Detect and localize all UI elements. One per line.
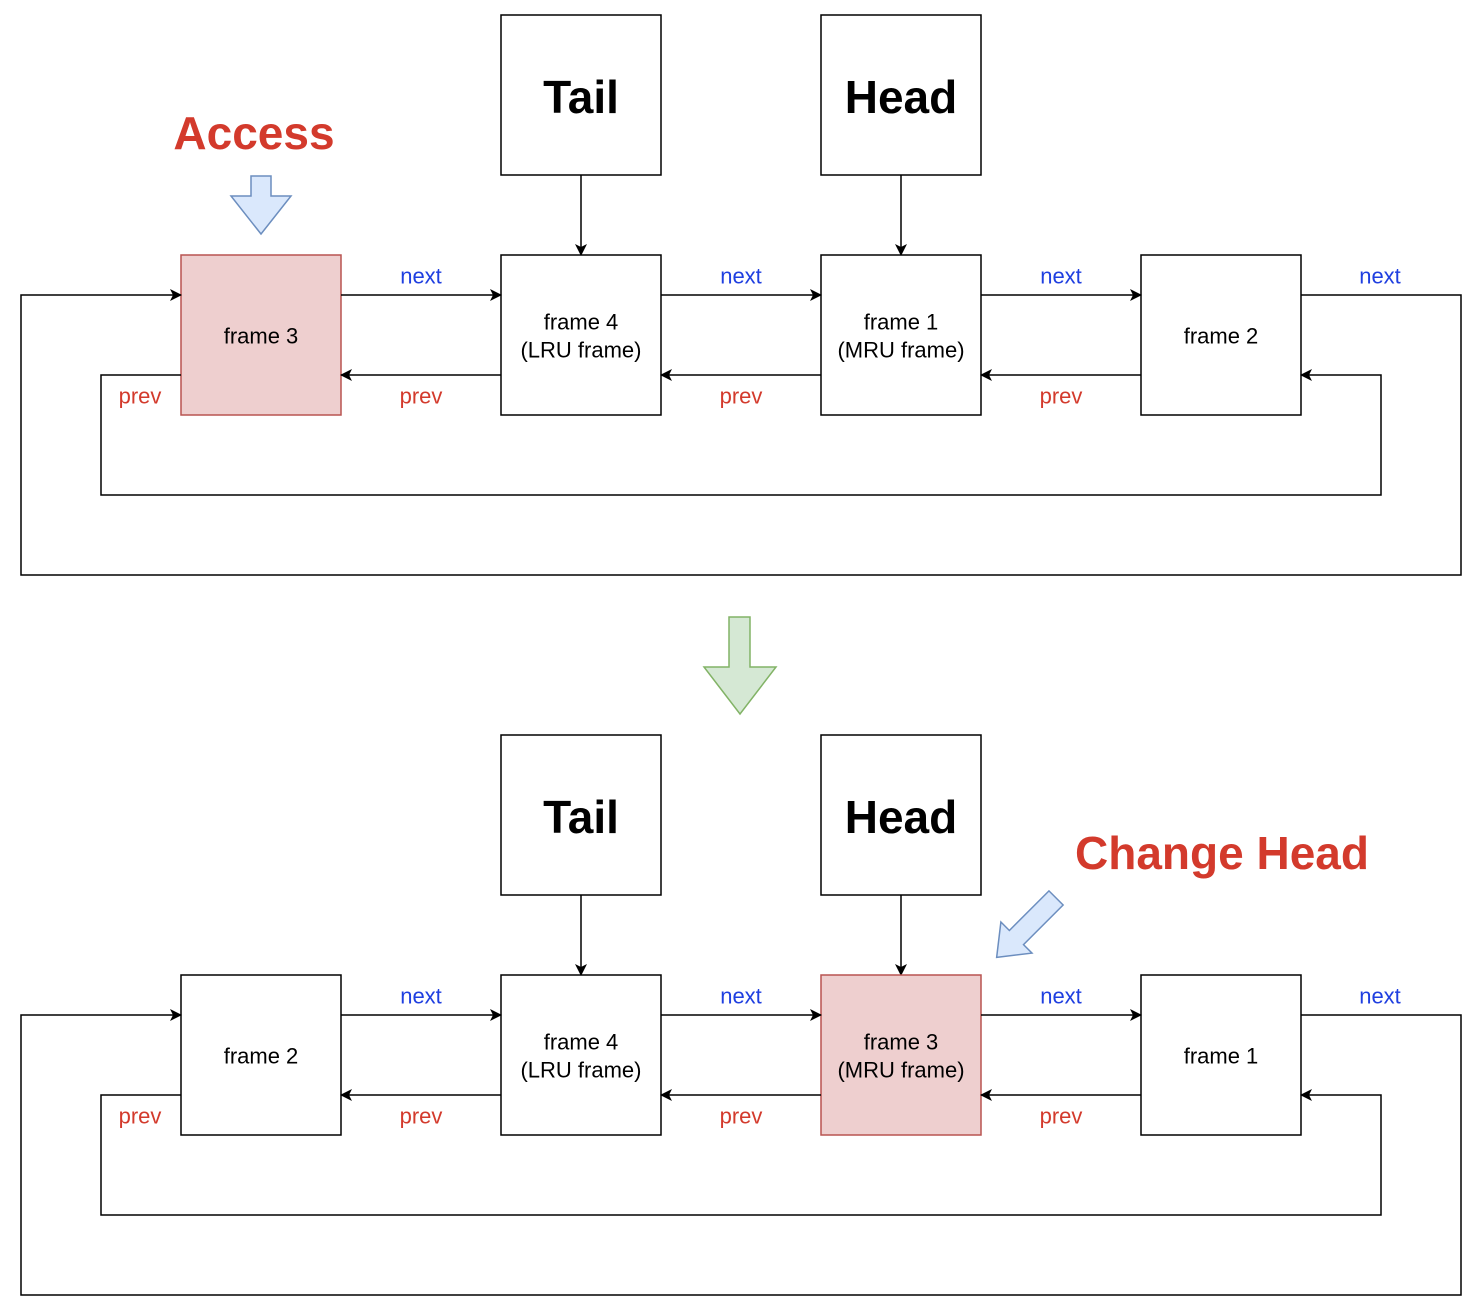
next-link-label: next	[720, 264, 762, 289]
prev-link-label: prev	[720, 384, 763, 409]
next-link-label: next	[1040, 984, 1082, 1009]
wrap-next-arrow	[20, 1009, 1462, 1296]
before-diagram: Tail Head frame 3 frame 4 (LRU frame) frame 1…	[20, 14, 1462, 576]
frame-label: frame 3	[224, 324, 299, 349]
frame-box	[820, 254, 982, 416]
next-link-label: next	[400, 264, 442, 289]
tail-box-label: Tail	[543, 71, 619, 123]
access-down-arrow-icon	[229, 175, 293, 236]
frame-box-highlighted	[820, 974, 982, 1136]
wrap-prev-label: prev	[119, 1104, 162, 1129]
prev-link-label: prev	[720, 1104, 763, 1129]
change-head-diagonal-arrow-icon	[995, 889, 1065, 959]
frame-label: frame 1	[864, 310, 939, 335]
frame-label: frame 1	[1184, 1044, 1259, 1069]
head-box	[820, 734, 982, 896]
after-diagram: Tail Head frame 2 frame 4 (LRU frame) frame 3…	[20, 734, 1462, 1296]
frame-label: frame 4	[544, 310, 619, 335]
frame-box	[1140, 254, 1302, 416]
frame-role-label: (MRU frame)	[837, 338, 964, 363]
transition-arrow-group	[702, 616, 778, 716]
tail-box-label: Tail	[543, 791, 619, 843]
tail-box	[500, 14, 662, 176]
frame-box-highlighted	[180, 254, 342, 416]
frame-label: frame 2	[1184, 324, 1259, 349]
frame-role-label: (LRU frame)	[520, 338, 641, 363]
head-box-label: Head	[845, 71, 957, 123]
prev-link-label: prev	[400, 1104, 443, 1129]
head-box	[820, 14, 982, 176]
frame-label: frame 2	[224, 1044, 299, 1069]
frame-box	[500, 254, 662, 416]
transition-down-arrow-icon	[702, 616, 778, 716]
wrap-next-label: next	[1359, 984, 1401, 1009]
next-link-label: next	[1040, 264, 1082, 289]
frame-role-label: (MRU frame)	[837, 1058, 964, 1083]
access-callout: Access	[173, 107, 334, 159]
frame-box	[1140, 974, 1302, 1136]
next-link-label: next	[720, 984, 762, 1009]
frame-box	[180, 974, 342, 1136]
change-head-callout: Change Head	[1075, 827, 1369, 879]
next-link-label: next	[400, 984, 442, 1009]
wrap-next-label: next	[1359, 264, 1401, 289]
prev-link-label: prev	[400, 384, 443, 409]
frame-label: frame 4	[544, 1030, 619, 1055]
prev-link-label: prev	[1040, 1104, 1083, 1129]
tail-box	[500, 734, 662, 896]
head-box-label: Head	[845, 791, 957, 843]
frame-box	[500, 974, 662, 1136]
wrap-prev-arrow	[100, 369, 1382, 496]
frame-role-label: (LRU frame)	[520, 1058, 641, 1083]
wrap-prev-arrow	[100, 1089, 1382, 1216]
wrap-prev-label: prev	[119, 384, 162, 409]
frame-label: frame 3	[864, 1030, 939, 1055]
prev-link-label: prev	[1040, 384, 1083, 409]
wrap-next-arrow	[20, 289, 1462, 576]
